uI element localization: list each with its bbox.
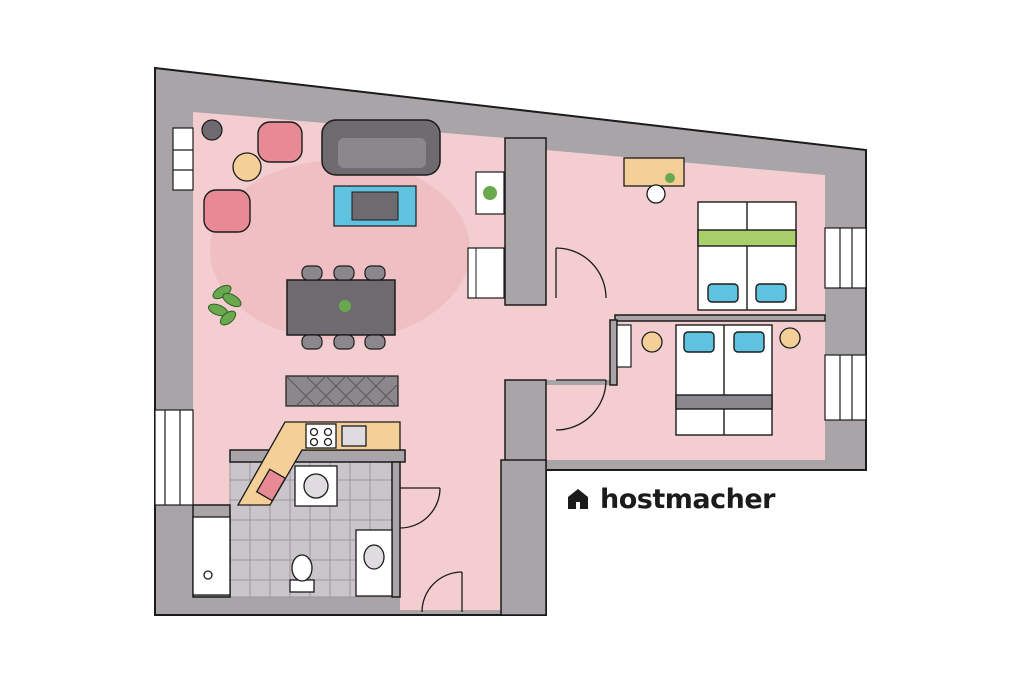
double-bed-2: [675, 324, 773, 436]
hallway-floor: [400, 305, 615, 610]
brand-logo: hostmacher: [566, 481, 775, 517]
window-right-top: [824, 227, 867, 289]
nightstand-right: [779, 327, 801, 349]
washing-machine: [294, 465, 338, 507]
bathroom-sink: [355, 529, 393, 597]
shelf-left: [172, 127, 194, 191]
door-bedroom-1: [555, 247, 607, 299]
plant-left: [207, 284, 242, 326]
brand-name: hostmacher: [600, 483, 775, 515]
plant-shelf: [475, 171, 505, 215]
door-bathroom: [399, 487, 441, 529]
house-icon: [568, 489, 588, 509]
toilet: [289, 554, 315, 593]
hall-cabinet: [616, 324, 632, 368]
desk-bedroom-1: [623, 157, 685, 204]
armchair-left: [203, 189, 251, 233]
shower: [192, 516, 231, 596]
door-entrance: [421, 571, 463, 613]
sofa: [321, 119, 441, 176]
kitchen-counter: [236, 421, 401, 506]
door-bedroom-2: [555, 379, 607, 431]
armchair-top: [257, 121, 303, 163]
kitchen-rug: [285, 375, 399, 407]
shoe-cabinet: [467, 247, 505, 299]
window-left: [154, 409, 194, 506]
window-right-bottom: [824, 354, 867, 421]
dining-chairs: [301, 265, 386, 350]
lamp: [201, 119, 223, 141]
rug: [333, 185, 417, 227]
side-table: [232, 152, 262, 182]
double-bed-1: [697, 201, 797, 311]
table-plant: [339, 300, 351, 312]
nightstand-left: [641, 331, 663, 353]
